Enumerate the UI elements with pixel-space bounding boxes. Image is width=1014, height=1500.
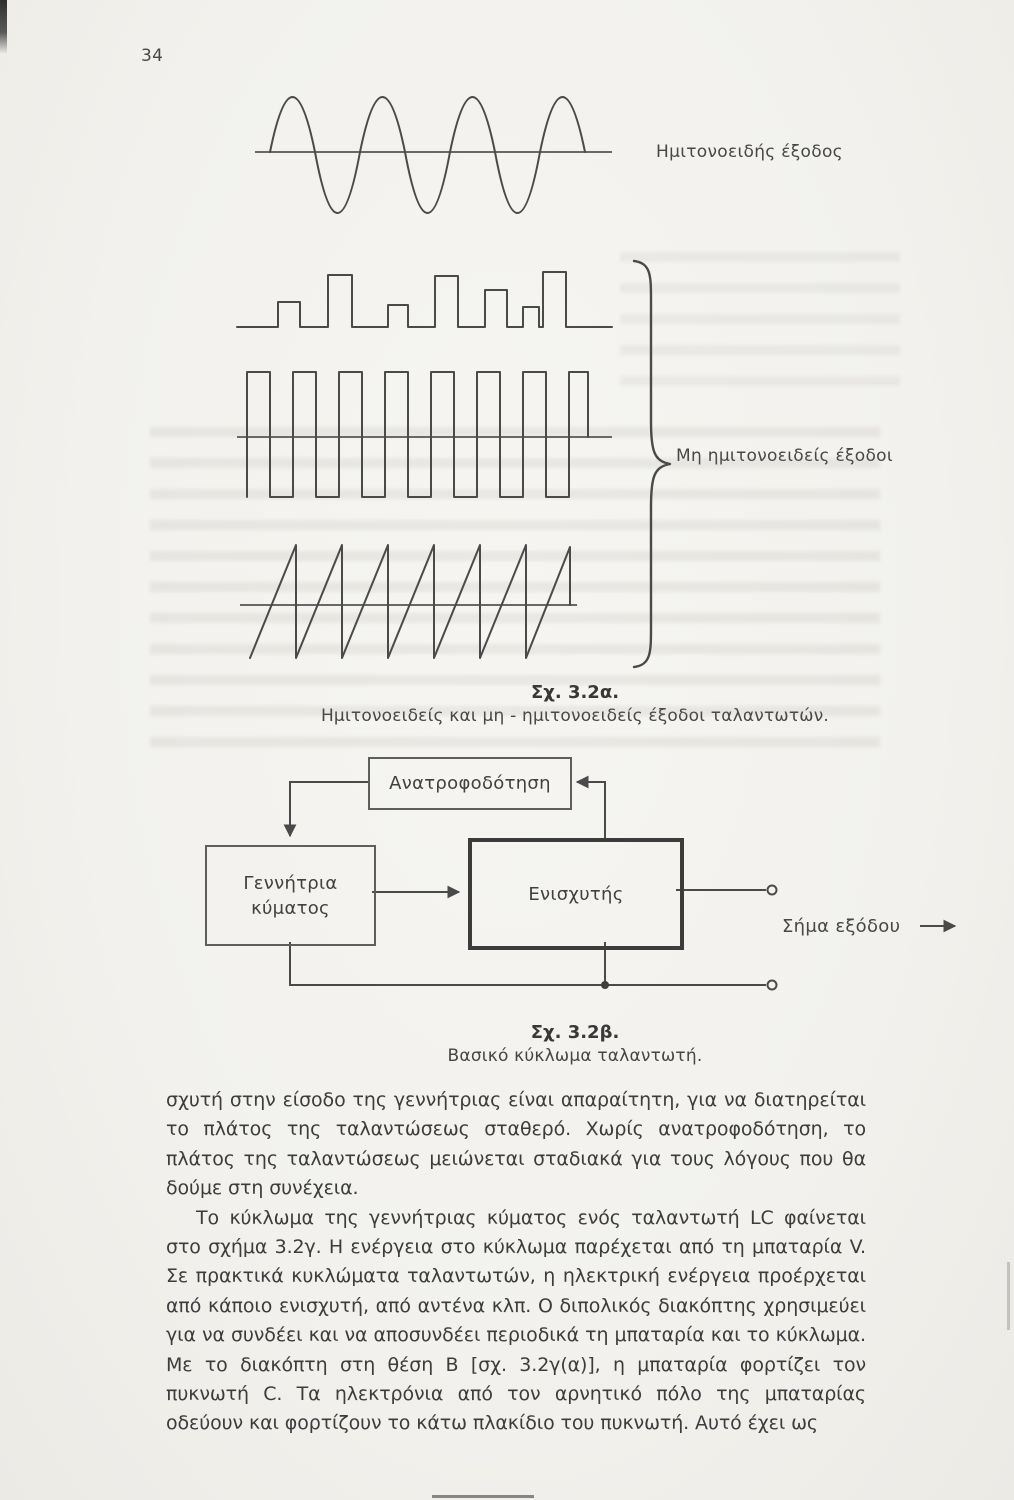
feedback-box: Ανατροφοδότηση — [368, 757, 572, 810]
non-sine-output-label: Μη ημιτονοειδείς έξοδοι — [676, 446, 893, 466]
block-diagram-wires — [283, 775, 957, 991]
scan-artifact-right-edge — [1007, 1262, 1010, 1330]
figure-a-caption: Σχ. 3.2α. Ημιτονοειδείς και μη - ημιτονο… — [250, 682, 900, 726]
amplifier-box: Ενισχυτής — [468, 838, 684, 950]
brace-icon — [632, 259, 672, 669]
output-signal-label: Σήμα εξόδου — [782, 916, 901, 937]
body-paragraph-2: Το κύκλωμα της γεννήτριας κύματος ενός τ… — [166, 1206, 866, 1435]
junction-dot — [601, 981, 609, 989]
output-terminal-bottom — [766, 979, 778, 991]
figure-b-caption: Σχ. 3.2β. Βασικό κύκλωμα ταλαντωτή. — [250, 1022, 900, 1066]
body-text: σχυτή στην είσοδο της γεννήτριας είναι α… — [166, 1086, 866, 1439]
figure-a-caption-number: Σχ. 3.2α. — [530, 682, 620, 703]
amplifier-box-label: Ενισχυτής — [528, 883, 624, 905]
sawtooth-wave-drawing — [240, 544, 577, 659]
scan-artifact-top-left — [0, 0, 7, 54]
output-terminal-top — [766, 884, 778, 896]
feedback-box-label: Ανατροφοδότηση — [389, 773, 551, 794]
square-wave-drawing — [237, 371, 612, 498]
wave-generator-label-line2: κύματος — [251, 897, 330, 919]
wave-generator-box: Γεννήτρια κύματος — [205, 845, 376, 946]
sine-output-label: Ημιτονοειδής έξοδος — [656, 142, 843, 162]
wave-generator-label-line1: Γεννήτρια — [243, 872, 338, 894]
scan-artifact-bottom — [432, 1495, 534, 1498]
page-number: 34 — [141, 46, 164, 66]
body-paragraph-1: σχυτή στην είσοδο της γεννήτριας είναι α… — [166, 1089, 866, 1200]
figure-b-caption-text: Βασικό κύκλωμα ταλαντωτή. — [447, 1046, 703, 1066]
sine-wave-drawing — [255, 96, 612, 214]
figure-b-caption-number: Σχ. 3.2β. — [530, 1022, 620, 1043]
pulse-train-drawing — [236, 271, 613, 328]
figure-a-caption-text: Ημιτονοειδείς και μη - ημιτονοειδείς έξο… — [320, 706, 830, 726]
